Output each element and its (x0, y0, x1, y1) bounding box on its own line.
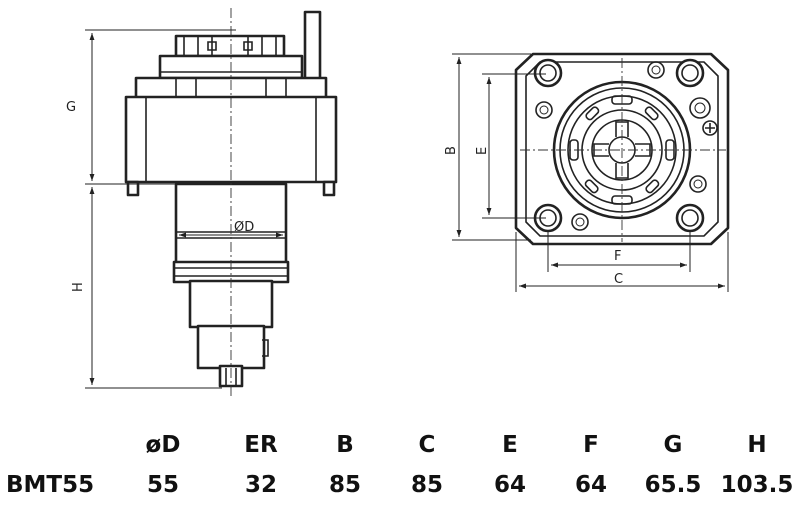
mount-hole-top-right (675, 58, 705, 88)
technical-drawing: G H ØD (66, 8, 730, 398)
value-c: 85 (410, 472, 443, 498)
spec-table-header: øD ER B C E F G H (0, 428, 800, 462)
column-header-diameter-d: øD (145, 432, 181, 458)
coolant-pipe (303, 10, 322, 82)
table-row: BMT55 55 32 85 85 64 64 65.5 103.5 (0, 468, 800, 502)
side-view: G H ØD (66, 8, 338, 398)
dimension-label-diameter-d: ØD (234, 220, 254, 235)
column-header-f: F (583, 432, 599, 458)
column-header-b: B (336, 432, 354, 458)
dimension-label-e: E (475, 147, 490, 155)
value-er: 32 (244, 472, 277, 498)
dimension-label-f: F (614, 249, 621, 264)
dimension-label-g: G (66, 100, 76, 115)
value-f: 64 (574, 472, 607, 498)
column-header-er: ER (244, 432, 278, 458)
value-e: 64 (493, 472, 526, 498)
value-diameter-d: 55 (146, 472, 179, 498)
adjust-screw-icon (702, 120, 718, 136)
collet-nut (174, 34, 286, 58)
front-view: B E F C (444, 52, 730, 292)
column-header-e: E (502, 432, 518, 458)
mount-hole-bottom-right (675, 203, 705, 233)
model-name: BMT55 (6, 472, 95, 498)
dimension-label-b: B (444, 146, 459, 155)
value-g: 65.5 (644, 472, 702, 498)
dimension-label-h: H (71, 282, 86, 292)
column-header-g: G (663, 432, 683, 458)
value-h: 103.5 (720, 472, 794, 498)
mount-hole-top-left (533, 58, 563, 88)
spec-table: øD ER B C E F G H BMT55 55 32 85 85 64 6… (0, 424, 800, 504)
value-b: 85 (328, 472, 361, 498)
dimension-label-c: C (614, 272, 623, 287)
column-header-c: C (418, 432, 436, 458)
column-header-h: H (747, 432, 767, 458)
